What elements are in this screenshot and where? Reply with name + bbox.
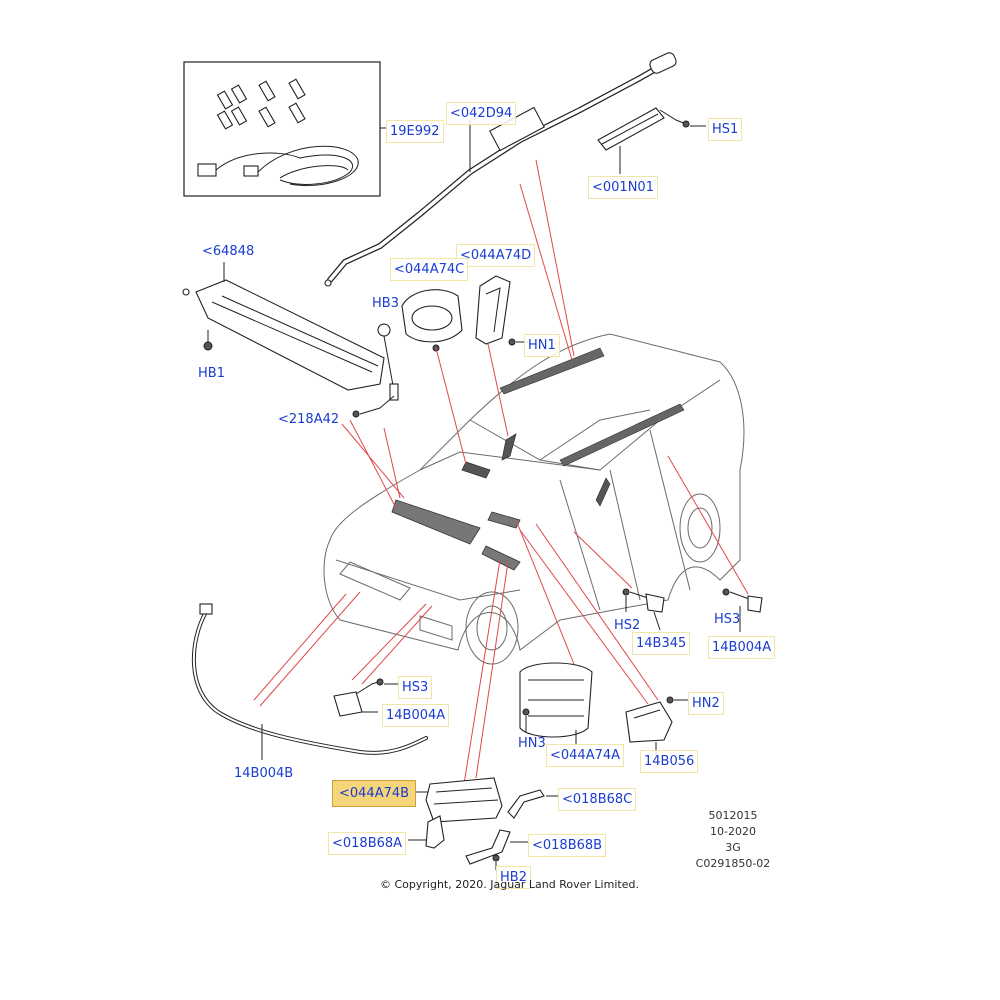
ref-drawing-number: C0291850-02: [695, 857, 771, 870]
rear-impact-sensor: [722, 588, 763, 632]
seat-cushion-airbag: [412, 777, 503, 823]
callout-044A74B[interactable]: <044A74B: [332, 780, 417, 807]
bracket-018B68C: [507, 789, 558, 819]
seat-airbag-module: [597, 107, 706, 174]
callout-HN1[interactable]: HN1: [524, 334, 560, 357]
front-harness: [191, 603, 428, 760]
callout-044A74D[interactable]: <044A74D: [456, 244, 536, 267]
callout-14B345[interactable]: 14B345: [632, 632, 691, 655]
callout-14B056[interactable]: 14B056: [640, 750, 699, 773]
ref-code: 5012015: [708, 809, 758, 822]
callout-018B68A[interactable]: <018B68A: [328, 832, 407, 855]
callout-HN2[interactable]: HN2: [688, 692, 724, 715]
vehicle-outline: [323, 333, 745, 665]
callout-HN3[interactable]: HN3: [518, 736, 546, 751]
callout-HS3-left[interactable]: HS3: [398, 676, 433, 699]
bracket-018B68A: [408, 815, 445, 849]
connector-pins: [216, 78, 306, 130]
callout-14B004A-left[interactable]: 14B004A: [382, 704, 450, 727]
side-impact-sensor: [622, 588, 665, 631]
callout-HS1[interactable]: HS1: [708, 118, 743, 141]
callout-HB3[interactable]: HB3: [372, 296, 399, 311]
fascia-reinforcement: [182, 262, 385, 391]
callout-64848[interactable]: <64848: [202, 244, 255, 259]
bracket-018B68B: [465, 829, 528, 865]
passenger-airbag: [475, 275, 528, 346]
callout-018B68B[interactable]: <018B68B: [528, 834, 607, 857]
copyright-notice: © Copyright, 2020. Jaguar Land Rover Lim…: [380, 878, 639, 891]
callout-042D94[interactable]: <042D94: [446, 102, 517, 125]
leader-lines: [253, 159, 749, 785]
callout-14B004A-right[interactable]: 14B004A: [708, 636, 776, 659]
knee-airbag-module: [519, 662, 593, 746]
callout-218A42[interactable]: <218A42: [278, 412, 340, 427]
front-impact-sensor: [333, 678, 398, 717]
restraints-control-module: [625, 696, 688, 756]
steering-airbag: [401, 289, 463, 352]
callout-HB1[interactable]: HB1: [198, 366, 225, 381]
callout-HS2[interactable]: HS2: [614, 618, 641, 633]
callout-14B004B[interactable]: 14B004B: [234, 766, 294, 781]
callout-044A74C[interactable]: <044A74C: [390, 258, 469, 281]
drawing-reference: 5012015 10-2020 3G C0291850-02: [688, 808, 778, 872]
callout-HS3-right[interactable]: HS3: [714, 612, 741, 627]
impact-sensor-hb3: [352, 323, 399, 418]
callout-HB2[interactable]: HB2: [496, 866, 531, 889]
ref-version: 3G: [725, 841, 741, 854]
callout-018B68C[interactable]: <018B68C: [558, 788, 637, 811]
callout-044A74A[interactable]: <044A74A: [546, 744, 625, 767]
ref-date: 10-2020: [710, 825, 756, 838]
callout-001N01[interactable]: <001N01: [588, 176, 658, 199]
callout-19E992[interactable]: 19E992: [386, 120, 444, 143]
harness-coil: [197, 145, 359, 187]
